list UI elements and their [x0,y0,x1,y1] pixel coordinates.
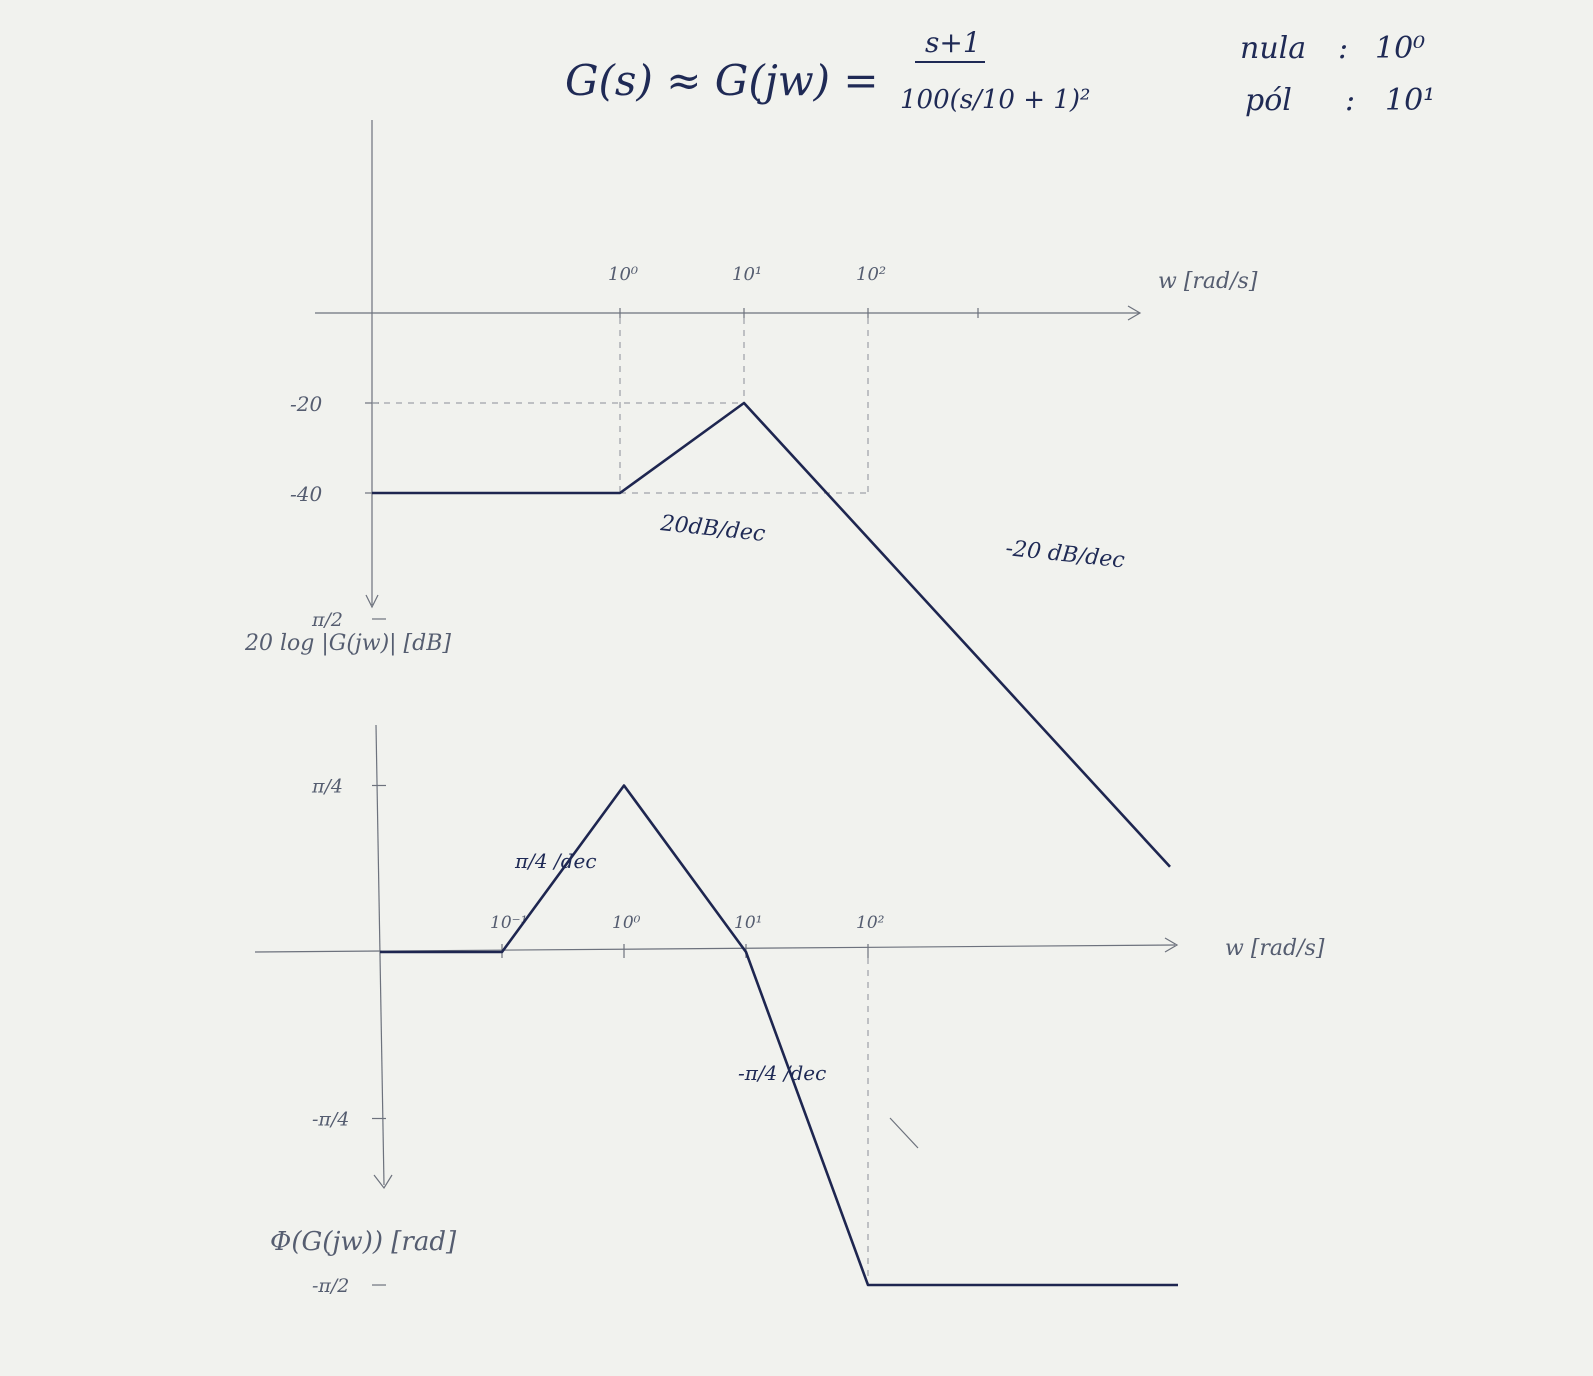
zero-value: 10⁰ [1375,31,1425,66]
phase-x-axis-label: w [rad/s] [1225,936,1325,961]
mag-y-axis-arrow [365,594,379,609]
phase-slope-rise-annotation: π/4 /dec [514,849,597,873]
phase-slope-overshoot [889,1117,919,1149]
phase-y-tick-label: π/4 [311,775,343,797]
phase-y-axis-arrow [373,1174,393,1190]
pole-value: 10¹ [1385,83,1435,118]
mag-y-tick-label: -20 [290,392,322,416]
zero-label: nula [1240,31,1306,66]
zero-separator: : [1338,31,1348,66]
phase-y-axis [375,724,385,1186]
mag-x-axis-label: w [rad/s] [1158,269,1258,294]
phase-x-axis-arrow [1164,937,1179,953]
pole-label: pól [1245,83,1292,118]
mag-slope-rise-annotation: 20dB/dec [658,511,766,547]
phase-slope-fall-annotation: -π/4 /dec [738,1061,826,1085]
zero-pole-notes: nula : 10⁰ pól : 10¹ [1240,31,1435,118]
mag-x-tick-label: 10¹ [732,264,762,285]
phase-asymptote-line [380,784,1178,1287]
magnitude-asymptote-line [372,401,1171,868]
mag-y-tick-label: -40 [290,482,322,506]
phase-x-tick-label: 10⁰ [612,913,641,933]
phase-y-tick-label: -π/2 [312,1275,349,1297]
magnitude-plot: 10⁰ 10¹ 10² -20 -40 20dB/dec -20 dB/dec w [… [244,120,1258,868]
formula-denominator: 100(s/10 + 1)² [900,85,1090,115]
mag-x-axis-arrow [1127,305,1142,321]
phase-y-tick-label: -π/4 [312,1109,349,1131]
pole-separator: : [1345,83,1355,118]
formula-numerator: s+1 [925,26,981,59]
mag-y-axis-label: 20 log |G(jw)| [dB] [244,631,451,656]
phase-x-tick-label: 10¹ [734,913,762,933]
mag-x-tick-label: 10² [856,264,886,285]
phase-y-tick-label: π/2 [311,609,343,631]
mag-slope-fall-annotation: -20 dB/dec [1004,536,1125,573]
mag-x-tick-label: 10⁰ [608,264,638,285]
formula-lhs: G(s) ≈ G(jw) = [565,56,879,105]
transfer-function: G(s) ≈ G(jw) = s+1 100(s/10 + 1)² [565,26,1090,115]
phase-y-axis-label: Φ(G(jw)) [rad] [270,1227,457,1257]
phase-x-tick-label: 10² [856,913,885,933]
